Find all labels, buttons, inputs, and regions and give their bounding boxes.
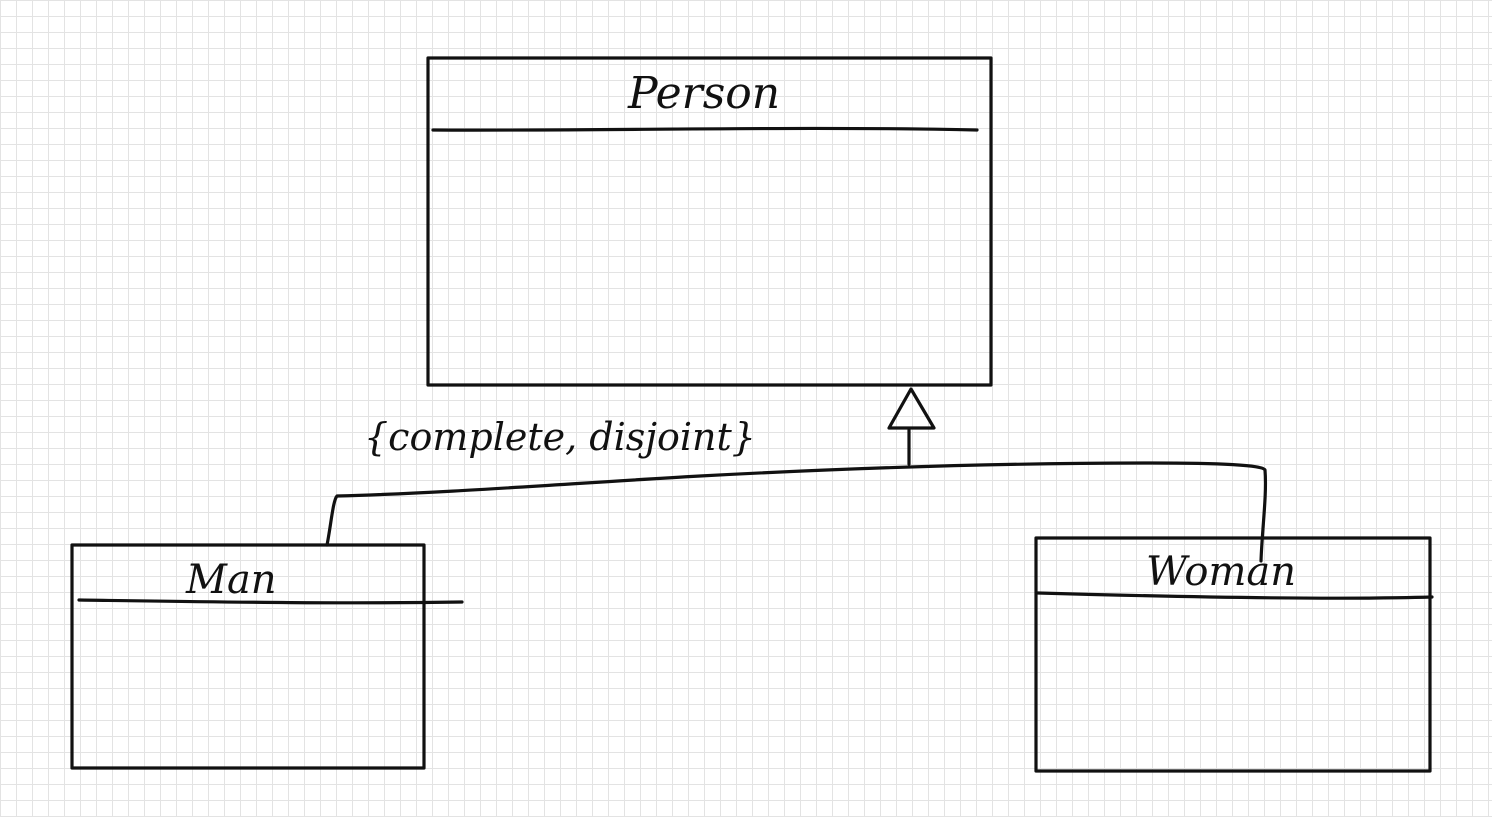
woman-class-name: Woman	[1146, 549, 1297, 595]
generalization-constraint-label: {complete, disjoint}	[364, 415, 756, 459]
man-class-divider	[77, 598, 464, 605]
man-class-frame	[70, 543, 426, 770]
generalization-connector	[325, 387, 1268, 563]
person-class-box	[426, 56, 993, 387]
inheritance-arrowhead	[887, 387, 936, 430]
woman-class-frame	[1034, 536, 1432, 773]
person-class-frame	[426, 56, 993, 387]
person-class-name: Person	[628, 68, 781, 119]
man-class-name: Man	[186, 557, 277, 603]
woman-class-box	[1034, 536, 1434, 773]
woman-class-divider	[1036, 591, 1434, 600]
generalization-line	[325, 461, 1268, 563]
person-class-divider	[431, 126, 979, 132]
man-class-box	[70, 543, 464, 770]
